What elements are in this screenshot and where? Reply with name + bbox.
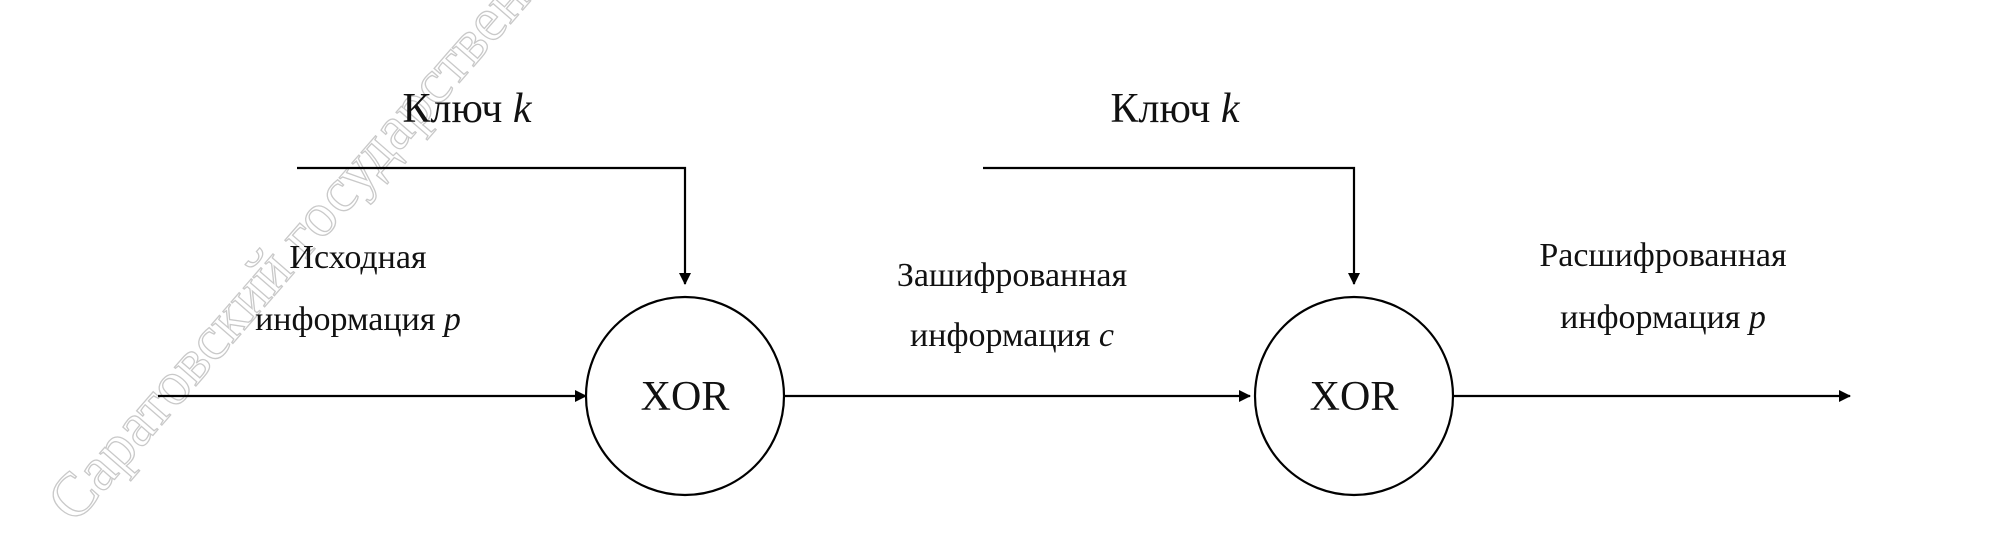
input-label-line2: информация p xyxy=(255,301,461,338)
input-label-line1: Исходная xyxy=(289,239,427,276)
xor-node-2: XOR xyxy=(1253,295,1455,497)
xor-node-1: XOR xyxy=(584,295,786,497)
key-var-1: k xyxy=(513,86,533,132)
key-var-2: k xyxy=(1221,86,1241,132)
output-label-line2: информация p xyxy=(1560,299,1766,336)
key-wire-1 xyxy=(297,166,691,285)
key-label-1: Ключ k xyxy=(402,86,532,132)
key-label-2: Ключ k xyxy=(1110,86,1240,132)
input-var: p xyxy=(442,301,461,338)
middle-var: c xyxy=(1099,317,1114,354)
output-label-line1: Расшифрованная xyxy=(1539,237,1787,274)
xor-node-1-label: XOR xyxy=(641,374,730,420)
output-var: p xyxy=(1747,299,1766,336)
xor-node-2-circle xyxy=(1253,295,1455,497)
middle-label-line2: информация c xyxy=(910,317,1114,354)
xor-node-1-circle xyxy=(584,295,786,497)
key-wire-2 xyxy=(983,166,1360,285)
middle-label-line1: Зашифрованная xyxy=(897,257,1128,294)
xor-node-2-label: XOR xyxy=(1310,374,1399,420)
